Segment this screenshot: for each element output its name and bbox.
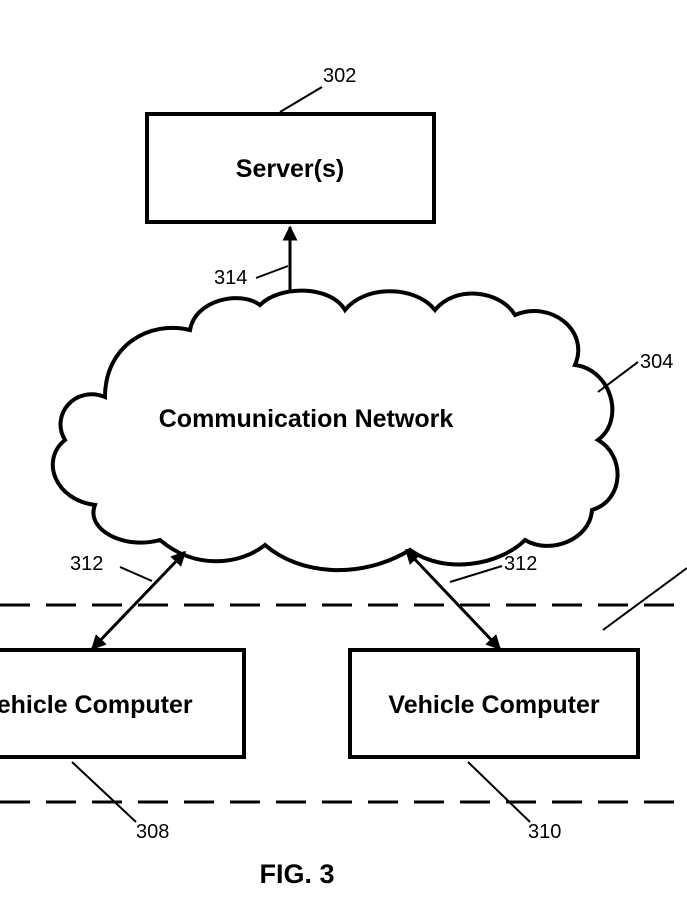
right-link-312-leader: [449, 565, 503, 583]
left-vehicle-label: Vehicle Computer: [0, 691, 193, 719]
server-ref-leader: [279, 86, 323, 113]
figure-caption: FIG. 3: [259, 859, 334, 889]
link-314-leader: [255, 265, 289, 279]
server-box: [145, 112, 436, 224]
right-vehicle-label: Vehicle Computer: [388, 691, 599, 719]
left-vehicle-ref-number: 308: [136, 821, 169, 843]
left-vehicle-ref-leader: [71, 761, 137, 823]
vehicle-group-ref-leader: [602, 567, 687, 631]
right-vehicle-ref-leader: [467, 761, 531, 823]
network-cloud: [50, 288, 620, 573]
right-link-312-ref-number: 312: [504, 553, 537, 575]
network-node: Communication Network: [50, 288, 620, 573]
right-vehicle-ref-number: 310: [528, 821, 561, 843]
network-label: Communication Network: [159, 405, 454, 433]
right-vehicle-node: Vehicle Computer: [348, 648, 640, 759]
server-label: Server(s): [236, 155, 344, 183]
left-link-312-leader: [119, 566, 153, 582]
left-link-312-ref-number: 312: [70, 553, 103, 575]
server-node: Server(s): [145, 112, 436, 224]
left-vehicle-node: Vehicle Computer: [0, 648, 246, 759]
server-ref-number: 302: [323, 65, 356, 87]
right-vehicle-box: [348, 648, 640, 759]
link-314-ref-number: 314: [214, 267, 247, 289]
network-ref-leader: [597, 361, 639, 393]
left-vehicle-network-arrow: [90, 550, 187, 651]
left-vehicle-box: [0, 648, 246, 759]
network-ref-number: 304: [640, 351, 673, 373]
right-vehicle-network-arrow: [404, 548, 502, 651]
